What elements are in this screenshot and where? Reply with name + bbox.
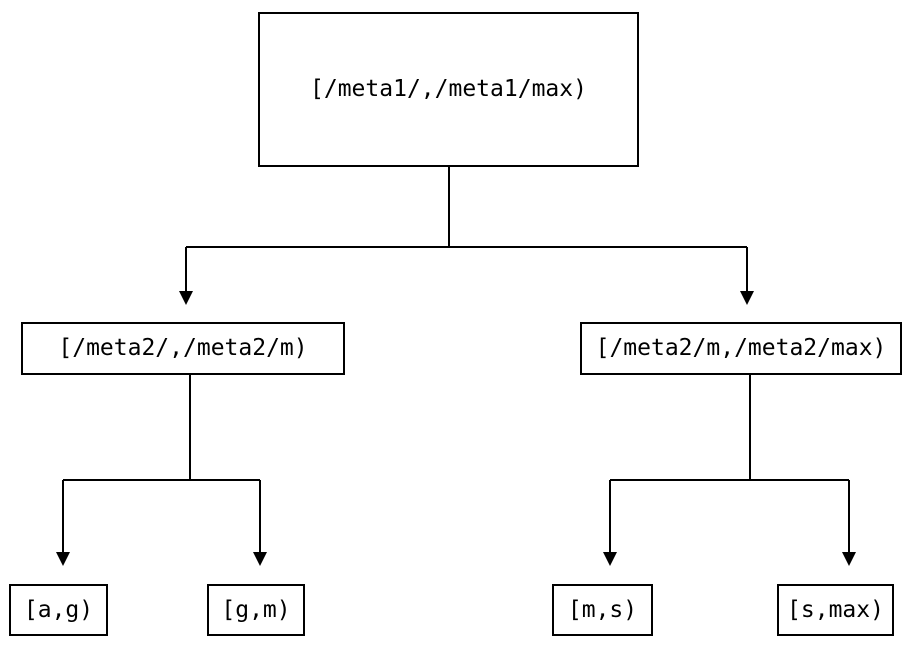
- node-label-mid-left: [/meta2/,/meta2/m): [58, 335, 308, 361]
- right-split-arrowhead-1: [842, 552, 856, 566]
- right-split-arrowhead-0: [603, 552, 617, 566]
- node-root[interactable]: [/meta1/,/meta1/max): [258, 12, 639, 167]
- node-label-leaf-gm: [g,m): [221, 596, 291, 623]
- left-split-arrowhead-0: [56, 552, 70, 566]
- node-mid-right[interactable]: [/meta2/m,/meta2/max): [580, 322, 902, 375]
- node-leaf-ag[interactable]: [a,g): [9, 584, 108, 636]
- node-leaf-smax[interactable]: [s,max): [777, 584, 894, 636]
- node-label-root: [/meta1/,/meta1/max): [310, 76, 587, 102]
- node-label-leaf-smax: [s,max): [787, 596, 884, 623]
- left-split-arrowhead-1: [253, 552, 267, 566]
- node-leaf-ms[interactable]: [m,s): [552, 584, 653, 636]
- node-leaf-gm[interactable]: [g,m): [207, 584, 305, 636]
- node-label-leaf-ms: [m,s): [567, 596, 638, 623]
- node-label-mid-right: [/meta2/m,/meta2/max): [595, 335, 887, 361]
- root-split-arrowhead-1: [740, 291, 754, 305]
- node-label-leaf-ag: [a,g): [23, 596, 94, 623]
- node-mid-left[interactable]: [/meta2/,/meta2/m): [21, 322, 345, 375]
- root-split-arrowhead-0: [179, 291, 193, 305]
